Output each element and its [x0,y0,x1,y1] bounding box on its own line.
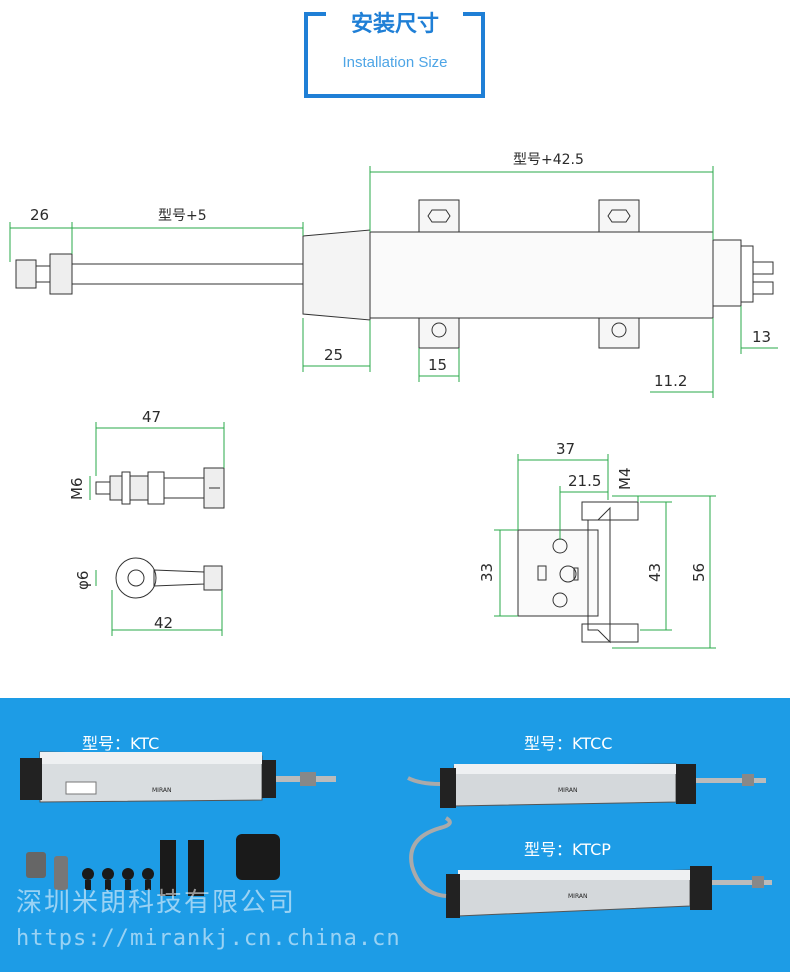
installation-drawing: 型号+42.5 型号+5 26 25 15 13 11.2 47 M6 42 φ… [9,152,778,649]
header-bracket-frame [304,12,485,98]
dim-end-hole-spacing: 43 [646,563,664,582]
dim-nose: 25 [324,346,343,364]
ktc-sensor-photo: MIRAN [20,751,336,803]
sensor-body-side-view [15,199,774,349]
dim-eye-length: 42 [154,614,173,632]
end-view-dimension-lines [494,454,716,649]
dim-m6-thread: M6 [68,478,86,501]
section-subtitle: Installation Size [342,54,448,71]
main-dimension-lines [9,166,778,398]
dim-end-total-height: 56 [690,563,708,582]
dim-end-width: 37 [556,440,575,458]
model-label-ktcc: 型号：KTCC [524,734,613,753]
accessories-photo [26,834,280,896]
end-view-drawing [517,501,639,644]
dim-end-bolt-offset: 21.5 [568,472,601,490]
section-title: 安装尺寸 [350,12,439,37]
dim-rod-end: 26 [30,206,49,224]
rod-end-m6-drawing [95,467,225,509]
dim-overall-body: 型号+42.5 [513,152,584,168]
dim-m6-length: 47 [142,408,161,426]
rod-end-eye-dimension-lines [95,570,223,636]
ktcp-sensor-photo: MIRAN [409,816,772,918]
ktcc-sensor-photo: MIRAN [407,763,766,808]
rod-end-eye-drawing [115,557,223,599]
dim-end-bolt: M4 [616,468,634,491]
url-watermark: https://mirankj.cn.china.cn [16,926,401,951]
product-photos: MIRAN MIRAN [20,751,772,918]
product-banner: MIRAN MIRAN [0,698,790,972]
ktcc-brand-label: MIRAN [558,787,577,794]
dim-connector-offset: 11.2 [654,372,687,390]
dim-rod-length: 型号+5 [158,208,207,224]
ktc-brand-label: MIRAN [152,787,171,794]
model-label-ktcp: 型号：KTCP [524,840,611,859]
dim-connector-height: 13 [752,328,771,346]
section-header: 安装尺寸 Installation Size [0,0,790,110]
rod-end-m6-dimension-lines [89,422,225,500]
dim-bracket-width: 15 [428,356,447,374]
dim-eye-hole: φ6 [74,571,92,590]
company-watermark: 深圳米朗科技有限公司 [16,888,297,918]
dim-end-body-height: 33 [478,563,496,582]
ktcp-brand-label: MIRAN [568,893,587,900]
model-label-ktc: 型号：KTC [82,734,160,753]
